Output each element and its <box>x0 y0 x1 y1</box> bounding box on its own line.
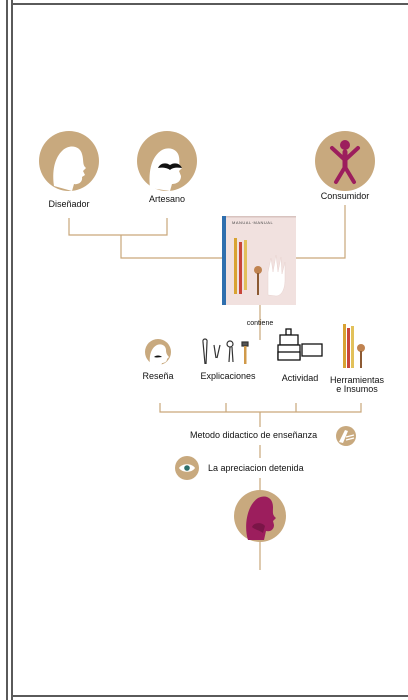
connector-consumer-to-book <box>296 205 346 259</box>
pencils-icon <box>343 324 365 368</box>
book-hand-outline <box>267 254 286 297</box>
consumer-figure-icon <box>315 131 375 191</box>
contains-label: contiene <box>246 320 274 327</box>
content-label-tools-line1: Herramientas <box>329 375 385 385</box>
appreciation-label: La apreciacion detenida <box>208 463 304 473</box>
tools-icon <box>202 338 249 365</box>
connector-makers-to-book <box>120 235 222 259</box>
content-label-review: Reseña <box>142 371 174 381</box>
boxes-icon <box>277 328 323 361</box>
manual-book-icon <box>222 216 296 305</box>
method-label: Metodo didactico de enseñanza <box>190 430 318 440</box>
frame-border-left-inner <box>11 0 13 700</box>
content-label-tools-line2: e Insumos <box>336 384 378 394</box>
book-pencils <box>234 238 262 295</box>
review-head-icon <box>145 339 171 366</box>
role-label-artisan: Artesano <box>148 194 186 204</box>
eye-icon <box>175 456 199 480</box>
content-label-tools-supplies: Herramientas e Insumos <box>330 376 384 394</box>
artisan-head-icon <box>137 131 197 191</box>
connector-contents-bracket <box>159 403 362 413</box>
frame-border-left-outer <box>6 0 8 700</box>
role-label-consumer: Consumidor <box>320 191 370 201</box>
connector-designer-artisan <box>68 218 168 236</box>
book-title: MANUAL·MANUAL <box>232 220 274 225</box>
frame-border-top <box>11 3 408 5</box>
role-label-designer: Diseñador <box>48 199 90 209</box>
content-label-activity: Actividad <box>281 373 319 383</box>
connector-lines <box>68 205 362 570</box>
designer-head-icon <box>39 131 99 191</box>
hand-writing-icon <box>336 426 356 446</box>
thinking-head-icon <box>234 490 286 542</box>
frame-border-bottom <box>11 695 408 697</box>
content-label-explanations: Explicaciones <box>200 371 256 381</box>
